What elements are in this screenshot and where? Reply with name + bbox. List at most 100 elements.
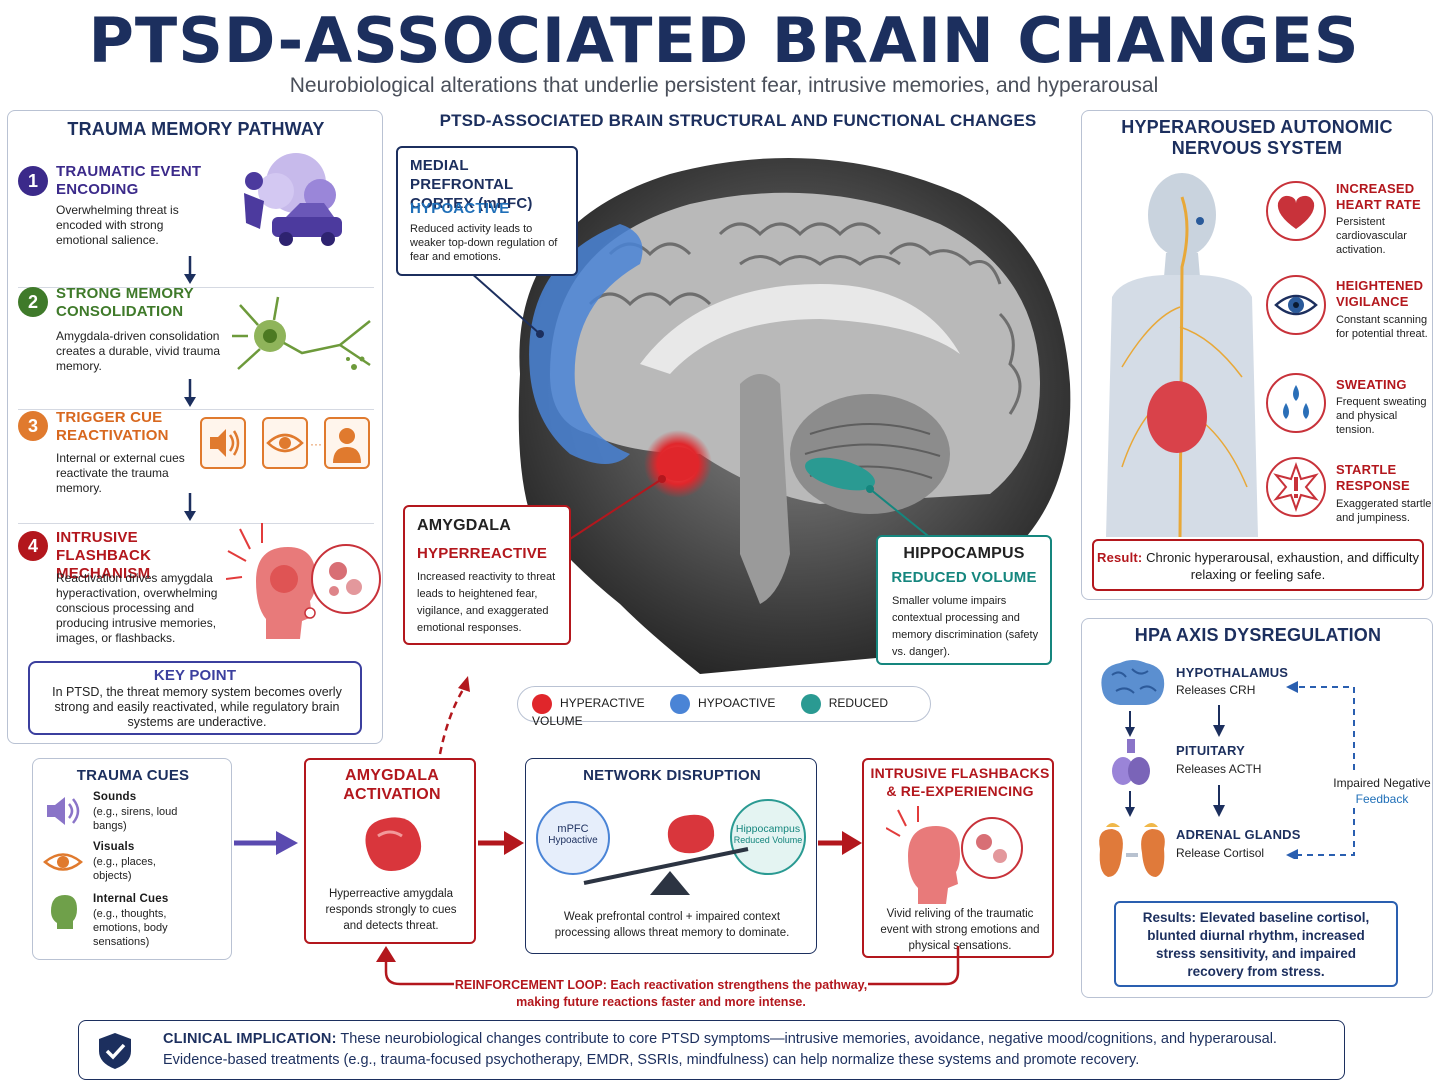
shield-check-icon bbox=[99, 1033, 131, 1069]
legend-hyperactive: HYPERACTIVE bbox=[532, 694, 645, 714]
page-subtitle: Neurobiological alterations that underli… bbox=[289, 74, 1159, 97]
down-arrow-icon bbox=[1213, 785, 1225, 817]
ans-item-2-text: Constant scanning for potential threat. bbox=[1336, 314, 1428, 340]
hippocampus-node-label: Hippocampus bbox=[735, 823, 801, 835]
ans-item-2-title: HEIGHTENED VIGILANCE bbox=[1336, 278, 1424, 309]
ans-result-box: Result: Chronic hyperarousal, exhaustion… bbox=[1092, 539, 1424, 591]
key-point-title: KEY POINT bbox=[153, 667, 237, 684]
mpfc-title: MEDIAL PREFRONTAL CORTEX (mPFC) bbox=[410, 157, 533, 212]
traumatic-event-illustration bbox=[244, 153, 342, 246]
hpa-title: HPA AXIS DYSREGULATION bbox=[1134, 625, 1382, 645]
ans-item-1-text: Persistent cardiovascular activation. bbox=[1336, 216, 1407, 256]
clinical-line-1: CLINICAL IMPLICATION: These neurobiologi… bbox=[163, 1031, 1277, 1047]
down-arrow-icon bbox=[1125, 791, 1135, 817]
amygdala-activation-title: AMYGDALA ACTIVATION bbox=[343, 767, 441, 803]
legend-hypoactive: HYPOACTIVE bbox=[670, 694, 775, 714]
mpfc-node: mPFC Hypoactive bbox=[536, 801, 610, 875]
pituitary-title: PITUITARY bbox=[1176, 743, 1245, 758]
down-arrow-icon bbox=[1125, 711, 1135, 737]
cue-visuals-text: (e.g., places, objects) bbox=[93, 856, 156, 882]
hippocampus-node: Hippocampus Reduced Volume bbox=[730, 799, 806, 875]
arrow-right-icon bbox=[234, 831, 298, 855]
mpfc-status: HYPOACTIVE bbox=[410, 200, 510, 217]
cue-visuals-title: Visuals bbox=[93, 841, 135, 853]
cue-sounds-title: Sounds bbox=[93, 791, 137, 803]
flashback-head-icon bbox=[226, 523, 381, 639]
network-text: Weak prefrontal control + impaired conte… bbox=[554, 911, 790, 939]
ans-item-1-title: INCREASED HEART RATE bbox=[1336, 181, 1421, 212]
step-1-text: Overwhelming threat is encoded with stro… bbox=[56, 203, 179, 247]
feedback-label: Impaired Negative Feedback bbox=[1332, 775, 1432, 807]
step-1-title: TRAUMATIC EVENT ENCODING bbox=[56, 163, 202, 198]
ans-title: HYPERAROUSED AUTONOMIC NERVOUS SYSTEM bbox=[1121, 117, 1393, 158]
dashed-up-arrow bbox=[438, 676, 470, 755]
reinforcement-loop-text: REINFORCEMENT LOOP: Each reactivation st… bbox=[454, 977, 868, 1011]
ans-item-3-title: SWEATING bbox=[1336, 377, 1407, 392]
ans-result-text: Chronic hyperarousal, exhaustion, and di… bbox=[1146, 550, 1419, 582]
trauma-cues-panel: TRAUMA CUES Sounds (e.g., sirens, loud b… bbox=[32, 758, 232, 960]
ans-panel: HYPERAROUSED AUTONOMIC NERVOUS SYSTEM IN… bbox=[1081, 110, 1433, 600]
flashbacks-title: INTRUSIVE FLASHBACKS & RE-EXPERIENCING bbox=[870, 765, 1050, 799]
hypothalamus-title: HYPOTHALAMUS bbox=[1176, 665, 1289, 680]
flashback-head-icon bbox=[886, 806, 1023, 904]
trauma-cues-title: TRAUMA CUES bbox=[76, 767, 190, 784]
step-2-text: Amygdala-driven consolidation creates a … bbox=[56, 329, 221, 373]
amygdala-activation-panel: AMYGDALA ACTIVATION Hyperreactive amygda… bbox=[304, 758, 476, 944]
eye-cue-icon bbox=[262, 417, 308, 469]
down-arrow-icon bbox=[1213, 705, 1225, 737]
sound-cue-icon bbox=[200, 417, 246, 469]
adrenal-text: Release Cortisol bbox=[1176, 846, 1265, 860]
step-3-text: Internal or external cues reactivate the… bbox=[56, 451, 185, 495]
amygdala-activation-text: Hyperreactive amygdala responds strongly… bbox=[325, 888, 457, 932]
flashbacks-text: Vivid reliving of the traumatic event wi… bbox=[880, 908, 1040, 952]
pituitary-text: Releases ACTH bbox=[1176, 762, 1262, 776]
ans-item-4-title: STARTLE RESPONSE bbox=[1336, 462, 1410, 493]
down-arrow-icon bbox=[184, 493, 196, 521]
mpfc-node-label: mPFC bbox=[557, 823, 589, 835]
legend-reduced-volume: REDUCED VOLUME bbox=[532, 694, 888, 728]
amygdala-text: Increased reactivity to threat leads to … bbox=[417, 571, 556, 634]
network-title: NETWORK DISRUPTION bbox=[583, 767, 761, 784]
body-nervous-system-illustration bbox=[1106, 173, 1258, 537]
step-4-title: INTRUSIVE FLASHBACK MECHANISM bbox=[56, 529, 152, 582]
head-profile-icon bbox=[51, 895, 77, 929]
step-2-title: STRONG MEMORY CONSOLIDATION bbox=[56, 285, 194, 320]
amygdala-status: HYPERREACTIVE bbox=[417, 545, 548, 562]
adrenal-title: ADRENAL GLANDS bbox=[1176, 827, 1301, 842]
mpfc-text: Reduced activity leads to weaker top-dow… bbox=[410, 223, 558, 263]
down-arrow-icon bbox=[184, 379, 196, 407]
step-3-title: TRIGGER CUE REACTIVATION bbox=[56, 409, 169, 444]
key-point-box: KEY POINT In PTSD, the threat memory sys… bbox=[28, 661, 362, 735]
neuron-icon bbox=[232, 296, 371, 370]
step-4-text: Reactivation drives amygdala hyperactiva… bbox=[56, 571, 218, 645]
amygdala-callout: AMYGDALA HYPERREACTIVE Increased reactiv… bbox=[403, 505, 571, 645]
brain-legend: HYPERACTIVE HYPOACTIVE REDUCED VOLUME bbox=[517, 686, 931, 728]
hippocampus-text: Smaller volume impairs contextual proces… bbox=[892, 595, 1039, 658]
key-point-text: In PTSD, the threat memory system become… bbox=[52, 685, 342, 729]
cue-internal-text: (e.g., thoughts, emotions, body sensatio… bbox=[93, 908, 168, 948]
cue-sounds-text: (e.g., sirens, loud bangs) bbox=[93, 806, 178, 832]
hippocampus-status: REDUCED VOLUME bbox=[891, 569, 1037, 586]
arrow-right-icon bbox=[818, 831, 862, 855]
arrow-right-icon bbox=[478, 831, 524, 855]
ans-item-3-text: Frequent sweating and physical tension. bbox=[1336, 396, 1427, 436]
eye-icon bbox=[1266, 275, 1326, 335]
feedback-loop-arrow bbox=[1286, 681, 1355, 859]
pituitary-icon bbox=[1112, 739, 1150, 785]
hpa-results-box: Results: Elevated baseline cortisol, blu… bbox=[1114, 901, 1398, 987]
hippocampus-callout: HIPPOCAMPUS REDUCED VOLUME Smaller volum… bbox=[876, 535, 1052, 665]
ans-item-4-text: Exaggerated startle and jumpiness. bbox=[1336, 498, 1432, 524]
page-title: PTSD-ASSOCIATED BRAIN CHANGES bbox=[88, 4, 1360, 77]
heart-icon bbox=[1266, 181, 1326, 241]
eye-icon bbox=[43, 853, 83, 871]
amygdala-icon bbox=[365, 817, 422, 871]
down-arrow-icon bbox=[184, 256, 196, 284]
adrenal-kidney-icon bbox=[1099, 823, 1165, 877]
clinical-line-2: Evidence-based treatments (e.g., trauma-… bbox=[163, 1052, 1140, 1068]
seesaw-icon bbox=[583, 814, 749, 895]
step-1-number: 1 bbox=[18, 166, 48, 196]
pathway-title: TRAUMA MEMORY PATHWAY bbox=[67, 119, 325, 139]
clinical-implication-bar: CLINICAL IMPLICATION: These neurobiologi… bbox=[78, 1020, 1345, 1080]
speaker-icon bbox=[47, 797, 80, 825]
amygdala-title: AMYGDALA bbox=[417, 517, 512, 534]
